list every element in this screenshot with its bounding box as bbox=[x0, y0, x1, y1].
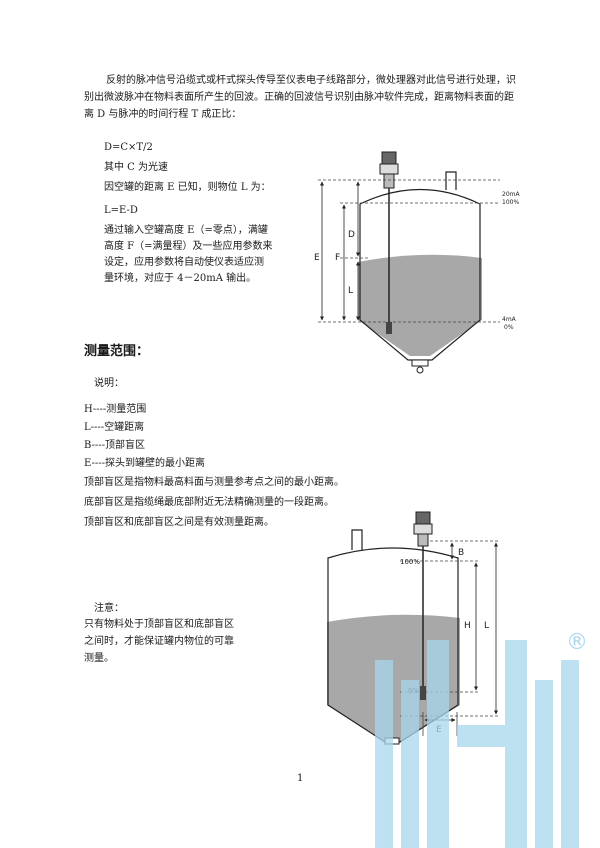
tank1-label-f: F bbox=[335, 253, 340, 263]
settings-line-4: 量环境，对应于 4－20mA 输出。 bbox=[104, 273, 257, 284]
settings-line-3: 设定，应用参数将自动使仪表适应测 bbox=[104, 257, 264, 268]
tank1-label-e: E bbox=[314, 253, 320, 263]
def-l: L----空罐距离 bbox=[84, 422, 145, 433]
page-number: 1 bbox=[297, 773, 304, 784]
notice-title: 注意： bbox=[94, 603, 124, 614]
tank2-instrument-head bbox=[415, 511, 431, 525]
watermark-logo bbox=[375, 640, 579, 848]
tank2-nozzle bbox=[351, 529, 363, 550]
top-blind-text: 顶部盲区是指物料最高料面与测量参考点之间的最小距离。 bbox=[84, 477, 344, 488]
formula-l: L=E-D bbox=[104, 205, 138, 216]
tank1-label-20ma: 20mA bbox=[502, 191, 520, 198]
registered-mark: ® bbox=[566, 630, 588, 655]
explanation-label: 说明： bbox=[94, 378, 124, 389]
tank2-material bbox=[327, 614, 460, 742]
section-title: 测量范围： bbox=[84, 344, 150, 359]
intro-text: 反射的脉冲信号沿缆式或杆式探头传导至仪表电子线路部分，微处理器对此信号进行处理，… bbox=[84, 75, 516, 120]
tank1-label-4ma: 4mA bbox=[502, 316, 517, 323]
tank1-outlet bbox=[411, 359, 429, 367]
settings-line-1: 通过输入空罐高度 E（=零点），满罐 bbox=[104, 225, 268, 236]
tank1-label-100: 100% bbox=[502, 199, 519, 206]
notice-line-2: 之间时，才能保证罐内物位的可靠 bbox=[84, 636, 234, 647]
formula-d: D=C×T/2 bbox=[104, 142, 153, 153]
bottom-blind-text: 底部盲区是指缆绳最底部附近无法精确测量的一段距离。 bbox=[84, 497, 334, 508]
tank2-label-100: 100% bbox=[400, 558, 420, 566]
tank1-label-0: 0% bbox=[504, 324, 514, 331]
effective-range-text: 顶部盲区和底部盲区之间是有效测量距离。 bbox=[84, 517, 274, 528]
tank2-label-h: H bbox=[464, 621, 471, 631]
tank1-outline bbox=[359, 188, 481, 361]
def-e: E----探头到罐壁的最小距离 bbox=[84, 458, 206, 469]
intro-paragraph: 反射的脉冲信号沿缆式或杆式探头传导至仪表电子线路部分，微处理器对此信号进行处理，… bbox=[84, 72, 520, 123]
def-b: B----顶部盲区 bbox=[84, 440, 146, 451]
notice-line-3: 测量。 bbox=[84, 653, 114, 664]
tank1-label-l: L bbox=[348, 286, 353, 296]
formula-c-note: 其中 C 为光速 bbox=[104, 162, 169, 173]
tank1-label-d: D bbox=[348, 230, 355, 240]
tank2-label-b: B bbox=[458, 548, 464, 558]
tank1-nozzle bbox=[445, 171, 457, 190]
def-h: H----测量范围 bbox=[84, 404, 147, 415]
settings-line-2: 高度 F（=满量程）及一些应用参数来 bbox=[104, 241, 273, 252]
tank2-label-l: L bbox=[484, 621, 489, 631]
notice-line-1: 只有物料处于顶部盲区和底部盲区 bbox=[84, 619, 234, 630]
formula-e-note: 因空罐的距离 E 已知，则物位 L 为： bbox=[104, 182, 271, 193]
